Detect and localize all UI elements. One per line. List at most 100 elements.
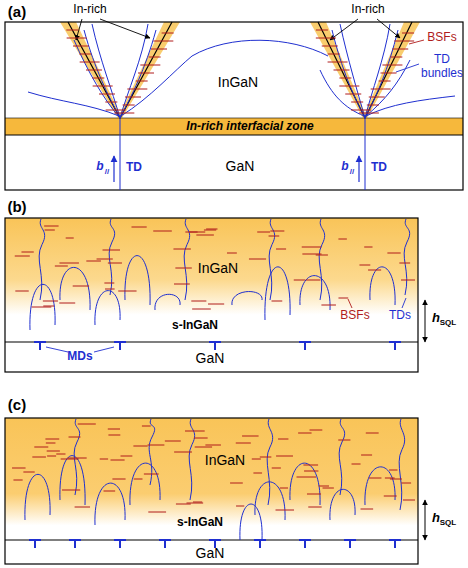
stacking-fault — [381, 73, 397, 74]
threading-dislocation — [74, 419, 80, 495]
stacking-fault — [310, 430, 323, 431]
layer-label: In-rich interfacial zone — [186, 120, 313, 134]
threading-dislocation — [339, 419, 345, 495]
threading-dislocation — [319, 219, 325, 300]
stacking-fault — [127, 89, 147, 90]
stacking-fault — [371, 89, 391, 90]
stacking-fault — [136, 81, 148, 82]
panel-frame — [5, 418, 418, 564]
stacking-fault — [294, 280, 305, 281]
stacking-fault — [195, 447, 212, 448]
stacking-fault — [205, 445, 221, 446]
panel-b — [5, 218, 425, 372]
annotation-label: b — [96, 160, 103, 174]
stacking-fault — [133, 446, 147, 447]
stacking-fault — [361, 509, 374, 510]
layer-label: InGaN — [205, 452, 245, 468]
stacking-fault — [66, 238, 74, 239]
stacking-fault — [302, 247, 321, 248]
stacking-fault — [257, 232, 270, 233]
layer-label: InGaN — [198, 260, 238, 276]
threading-dislocation — [39, 219, 45, 300]
burgers-vector-arrow — [358, 156, 359, 182]
stacking-fault — [278, 439, 288, 440]
stacking-fault — [303, 465, 318, 466]
stacking-fault — [242, 436, 259, 437]
stacking-fault — [387, 253, 400, 254]
stacking-fault — [394, 41, 414, 42]
stacking-fault — [108, 263, 122, 264]
stacking-fault — [319, 486, 329, 487]
panel-a — [5, 19, 463, 190]
stacking-fault — [162, 33, 174, 34]
stacking-fault — [369, 478, 382, 479]
stacking-fault — [204, 230, 216, 231]
annotation-label: h — [432, 311, 440, 326]
in-rich-shading — [60, 22, 122, 118]
stacking-fault — [402, 33, 414, 34]
stacking-fault — [144, 474, 159, 475]
stacking-fault — [276, 456, 293, 457]
panel-frame — [5, 218, 418, 372]
stacking-fault — [351, 102, 363, 103]
stacking-fault — [359, 113, 379, 114]
stacking-fault — [369, 97, 385, 98]
stacking-fault — [334, 70, 350, 71]
stacking-fault — [390, 479, 402, 480]
dislocation-loop — [130, 463, 160, 505]
stacking-fault — [174, 284, 190, 285]
burgers-vector-arrow — [113, 156, 114, 182]
stacking-fault — [43, 301, 58, 302]
threading-dislocation — [267, 419, 273, 505]
stacking-fault — [103, 250, 120, 251]
layer-band: GaN — [5, 342, 418, 372]
stacking-fault — [100, 459, 108, 460]
stacking-fault — [92, 78, 104, 79]
stacking-fault — [125, 97, 141, 98]
dislocation-loop — [240, 504, 262, 540]
stacking-fault — [321, 305, 336, 306]
stacking-fault — [345, 94, 361, 95]
stacking-fault — [389, 470, 397, 471]
in-rich-shading — [118, 22, 180, 118]
stacking-fault — [390, 57, 402, 58]
dislocation-loop — [25, 474, 50, 520]
misfit-dislocation — [254, 540, 266, 548]
annotation-label: TDs — [389, 309, 411, 323]
stacking-fault — [175, 268, 191, 269]
stacking-fault — [194, 438, 208, 439]
dislocation-loop — [155, 294, 180, 310]
annotation-label: SQL — [440, 518, 456, 527]
stacking-fault — [123, 105, 135, 106]
stacking-fault — [59, 263, 78, 264]
misfit-dislocation — [29, 540, 41, 548]
stacking-fault — [174, 452, 192, 453]
annotation-label: TD — [371, 161, 387, 175]
stacking-fault — [15, 256, 30, 257]
stacking-fault — [253, 473, 262, 474]
stacking-fault — [86, 70, 102, 71]
hsql-arrow — [425, 500, 426, 540]
stacking-fault — [79, 54, 91, 55]
stacking-fault — [67, 38, 87, 39]
stacking-fault — [385, 478, 395, 479]
dislocation-loop — [30, 284, 55, 330]
stacking-fault — [191, 301, 206, 302]
stacking-fault — [270, 231, 284, 232]
stacking-fault — [149, 57, 161, 58]
stacking-fault — [366, 433, 379, 434]
stacking-fault — [236, 506, 244, 507]
dislocation-loop — [232, 292, 262, 305]
stacking-fault — [99, 94, 115, 95]
annotation-label: TD — [126, 161, 142, 175]
layer-band: InGaN — [5, 22, 463, 118]
layer-band: In-rich interfacial zone — [5, 118, 463, 135]
stacking-fault — [276, 510, 294, 511]
stacking-fault — [392, 49, 408, 50]
layer-band: GaN — [5, 135, 463, 190]
stacking-fault — [93, 86, 113, 87]
stacking-fault — [196, 235, 214, 236]
stacking-fault — [351, 110, 371, 111]
stacking-fault — [206, 229, 217, 230]
layer-label: InGaN — [218, 74, 258, 90]
